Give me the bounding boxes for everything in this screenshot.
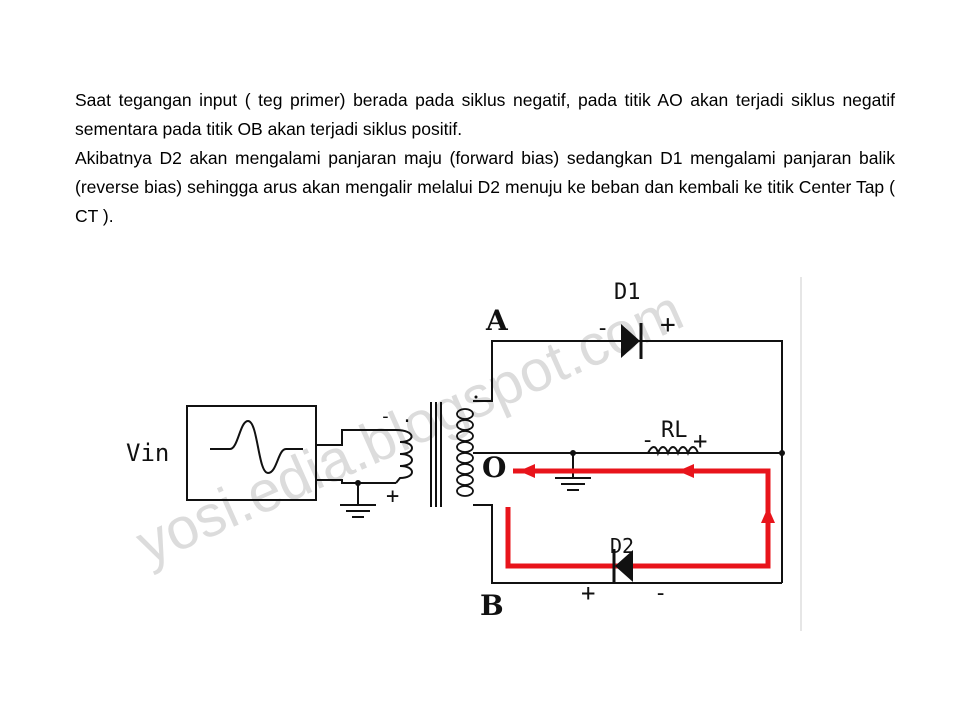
current-arrow-up — [761, 507, 775, 523]
node-b-label: B — [480, 589, 504, 622]
d2-diode-symbol — [615, 550, 633, 582]
secondary-coil — [456, 408, 474, 497]
node-o-label: O — [482, 451, 506, 484]
wire-b-bottom — [473, 504, 782, 584]
vin-label: Vin — [126, 439, 169, 467]
secondary-dot — [474, 395, 478, 399]
primary-bottom-sign: + — [386, 484, 399, 509]
node-a-label: A — [485, 304, 509, 337]
vin-source-box — [186, 405, 317, 501]
rl-resistor-symbol — [647, 446, 699, 457]
source-bottom-wire — [316, 479, 396, 484]
rl-right-sign: + — [693, 427, 707, 455]
primary-top-sign: - . — [380, 406, 413, 427]
d2-right-sign: - — [654, 581, 667, 606]
wire-a-top — [473, 340, 783, 453]
d2-label: D2 — [610, 534, 634, 558]
d1-label: D1 — [614, 280, 641, 305]
sine-wave-symbol — [210, 419, 303, 475]
rl-left-sign: - — [641, 428, 654, 453]
d2-left-sign: + — [581, 579, 595, 607]
primary-coil — [395, 429, 413, 484]
current-arrow-left-1 — [519, 464, 535, 478]
current-arrow-left-2 — [678, 464, 694, 478]
source-top-wire — [316, 429, 396, 446]
d1-right-sign: + — [660, 310, 676, 340]
rl-label: RL — [661, 418, 688, 443]
current-flow-path — [505, 464, 775, 569]
paragraph-d2-forward-bias: Akibatnya D2 akan mengalami panjaran maj… — [75, 148, 895, 226]
paragraph-negative-cycle: Saat tegangan input ( teg primer) berada… — [75, 90, 895, 139]
d1-left-sign: - — [596, 316, 609, 341]
center-tap-rectifier-diagram: yosi.edia.blogspot.com Vin - . + D1 - + … — [118, 275, 804, 633]
d1-diode-symbol — [621, 324, 640, 358]
